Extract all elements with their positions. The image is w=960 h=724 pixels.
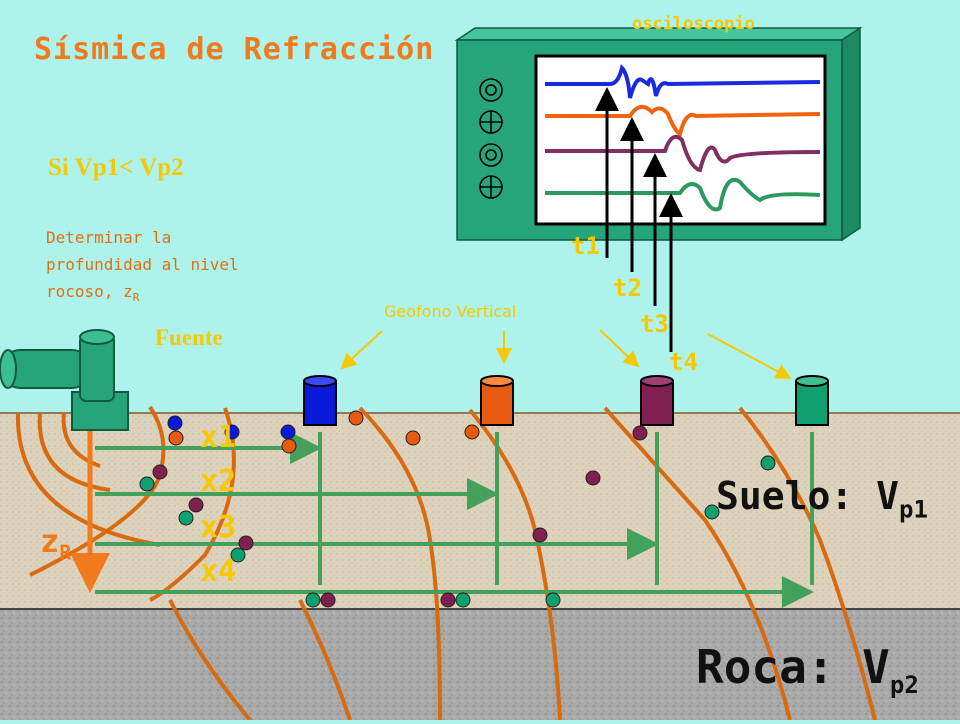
rock-layer <box>0 609 960 720</box>
depth-subscript: R <box>59 540 72 565</box>
task-description: Determinar la profundidad al nivel rocos… <box>46 224 286 311</box>
distance-label-3: x3 <box>200 510 237 545</box>
task-subscript: R <box>132 291 140 305</box>
geophone-3 <box>640 375 674 426</box>
velocity-condition: Si Vp1< Vp2 <box>48 154 184 181</box>
distance-label-4: x4 <box>200 554 237 589</box>
rock-layer-label: Roca: Vp2 <box>696 640 919 699</box>
depth-symbol: z <box>40 522 60 560</box>
time-label-1: t1 <box>571 232 600 260</box>
oscilloscope-label: osciloscopio <box>632 14 755 34</box>
soil-subscript: p1 <box>899 495 928 524</box>
geophone-pointers <box>340 329 792 379</box>
time-label-3: t3 <box>640 310 669 338</box>
soil-label-text: Suelo: V <box>716 474 900 518</box>
geophone-4 <box>795 375 829 426</box>
time-label-4: t4 <box>669 348 698 376</box>
soil-layer-label: Suelo: Vp1 <box>716 474 928 524</box>
geophone-1 <box>303 375 337 426</box>
time-label-2: t2 <box>613 274 642 302</box>
seismic-source <box>0 329 129 431</box>
rock-subscript: p2 <box>889 671 919 700</box>
page-title: Sísmica de Refracción <box>34 32 435 67</box>
ray-paths <box>95 432 814 608</box>
geophone-2 <box>480 375 514 426</box>
geophone-label: Geofono Vertical <box>384 302 517 321</box>
particle-dots <box>139 410 776 608</box>
rock-label-text: Roca: V <box>696 640 890 694</box>
distance-label-1: x1 <box>200 420 237 455</box>
source-label: Fuente <box>155 325 223 350</box>
task-text: Determinar la profundidad al nivel rocos… <box>46 228 239 301</box>
oscilloscope <box>454 26 863 352</box>
distance-label-2: x2 <box>200 464 237 499</box>
depth-label: zR <box>40 522 71 564</box>
